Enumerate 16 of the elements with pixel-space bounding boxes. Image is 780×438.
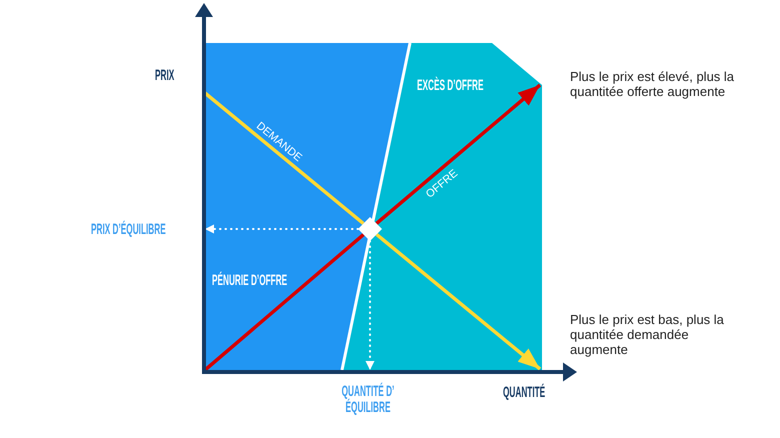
demand-curve-arrow [375,233,542,370]
annotation-text: Plus le prix est élevé, plus la quantitée offerte augmente [570,69,736,99]
supply-curve-arrow [375,84,542,225]
equilibrium-price-label: PRIX D’ÉQUILIBRE [91,222,166,237]
region-label: PÉNURIE D’OFFRE [212,273,288,288]
dotted-arrow [204,224,359,234]
supply-curve-line [204,233,365,372]
annotation-text: Plus le prix est bas, plus la quantitée demandée augmente [570,312,725,357]
region-label: EXCÈS D’OFFRE [417,78,484,93]
axis-title: PRIX [155,68,174,83]
surplus-area [342,43,542,370]
dotted-arrow [366,240,374,371]
equilibrium-quantity-label: QUANTITÉ D’ ÉQUILIBRE [340,384,396,416]
axis-title: QUANTITÉ [503,385,546,400]
demand-curve-line [204,92,365,225]
shortage-area [205,43,410,370]
